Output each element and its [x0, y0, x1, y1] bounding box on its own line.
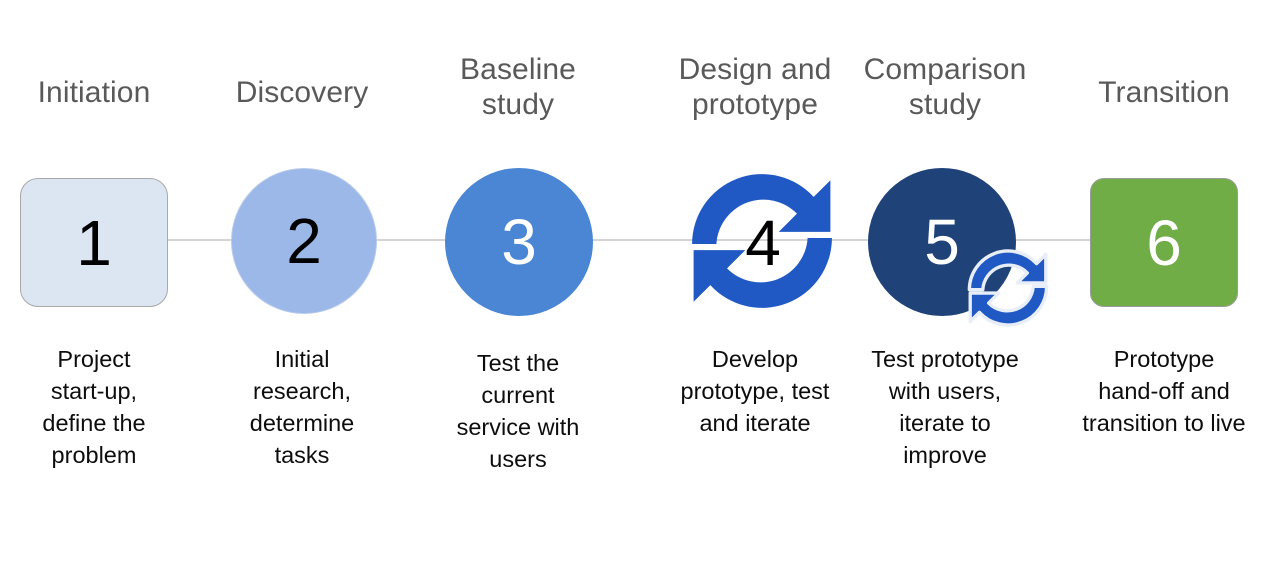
- process-step-4[interactable]: Design and prototype 4 Develop prototype…: [648, 0, 862, 561]
- step-2-header: Discovery: [235, 76, 369, 109]
- step-6-caption: Prototype hand-off and transition to liv…: [1082, 346, 1246, 436]
- step-1-caption: Project start-up, define the problem: [42, 346, 146, 468]
- step-1-node[interactable]: 1: [0, 168, 201, 318]
- step-4-number: 4: [745, 207, 781, 279]
- step-2-shape-circle[interactable]: 2: [231, 168, 377, 314]
- step-5-header: Comparison study: [863, 53, 1027, 121]
- step-2-caption: Initial research, determine tasks: [249, 346, 355, 468]
- step-5-number: 5: [924, 206, 960, 278]
- step-2-number: 2: [286, 205, 322, 277]
- step-4-caption: Develop prototype, test and iterate: [680, 346, 830, 436]
- step-6-header: Transition: [1098, 76, 1230, 109]
- step-4-header: Design and prototype: [678, 53, 832, 121]
- step-4-shape-cycle[interactable]: 4: [686, 165, 838, 317]
- step-3-header: Baseline study: [460, 53, 576, 121]
- step-3-node[interactable]: 3: [411, 168, 625, 318]
- timeline-connector-line: [92, 239, 1162, 241]
- step-3-caption: Test the current service with users: [456, 350, 580, 472]
- step-5-cycle-badge[interactable]: [966, 246, 1050, 330]
- step-1-shape-rounded-square[interactable]: 1: [20, 178, 168, 307]
- step-2-node[interactable]: 2: [195, 168, 409, 318]
- step-1-number: 1: [76, 206, 112, 279]
- step-6-shape-rounded-square[interactable]: 6: [1090, 178, 1238, 307]
- process-step-3[interactable]: Baseline study 3 Test the current servic…: [411, 0, 625, 561]
- step-1-header: Initiation: [37, 76, 151, 109]
- process-step-2[interactable]: Discovery 2 Initial research, determine …: [195, 0, 409, 561]
- step-6-node[interactable]: 6: [1057, 168, 1271, 318]
- step-6-number: 6: [1146, 206, 1182, 279]
- process-step-6[interactable]: Transition 6 Prototype hand-off and tran…: [1057, 0, 1271, 561]
- cycle-arrows-icon: [967, 249, 1049, 327]
- cycle-arrows-icon: [692, 174, 832, 308]
- step-3-shape-circle[interactable]: 3: [445, 168, 593, 316]
- step-3-number: 3: [501, 206, 537, 278]
- step-5-node[interactable]: 5: [838, 168, 1052, 327]
- step-5-shape-circle[interactable]: 5: [868, 168, 1016, 316]
- process-step-5[interactable]: Comparison study 5 Test prototype with u…: [838, 0, 1052, 561]
- step-4-node[interactable]: 4: [648, 168, 862, 318]
- process-step-1[interactable]: Initiation 1 Project start-up, define th…: [0, 0, 201, 561]
- step-5-caption: Test prototype with users, iterate to im…: [871, 346, 1019, 468]
